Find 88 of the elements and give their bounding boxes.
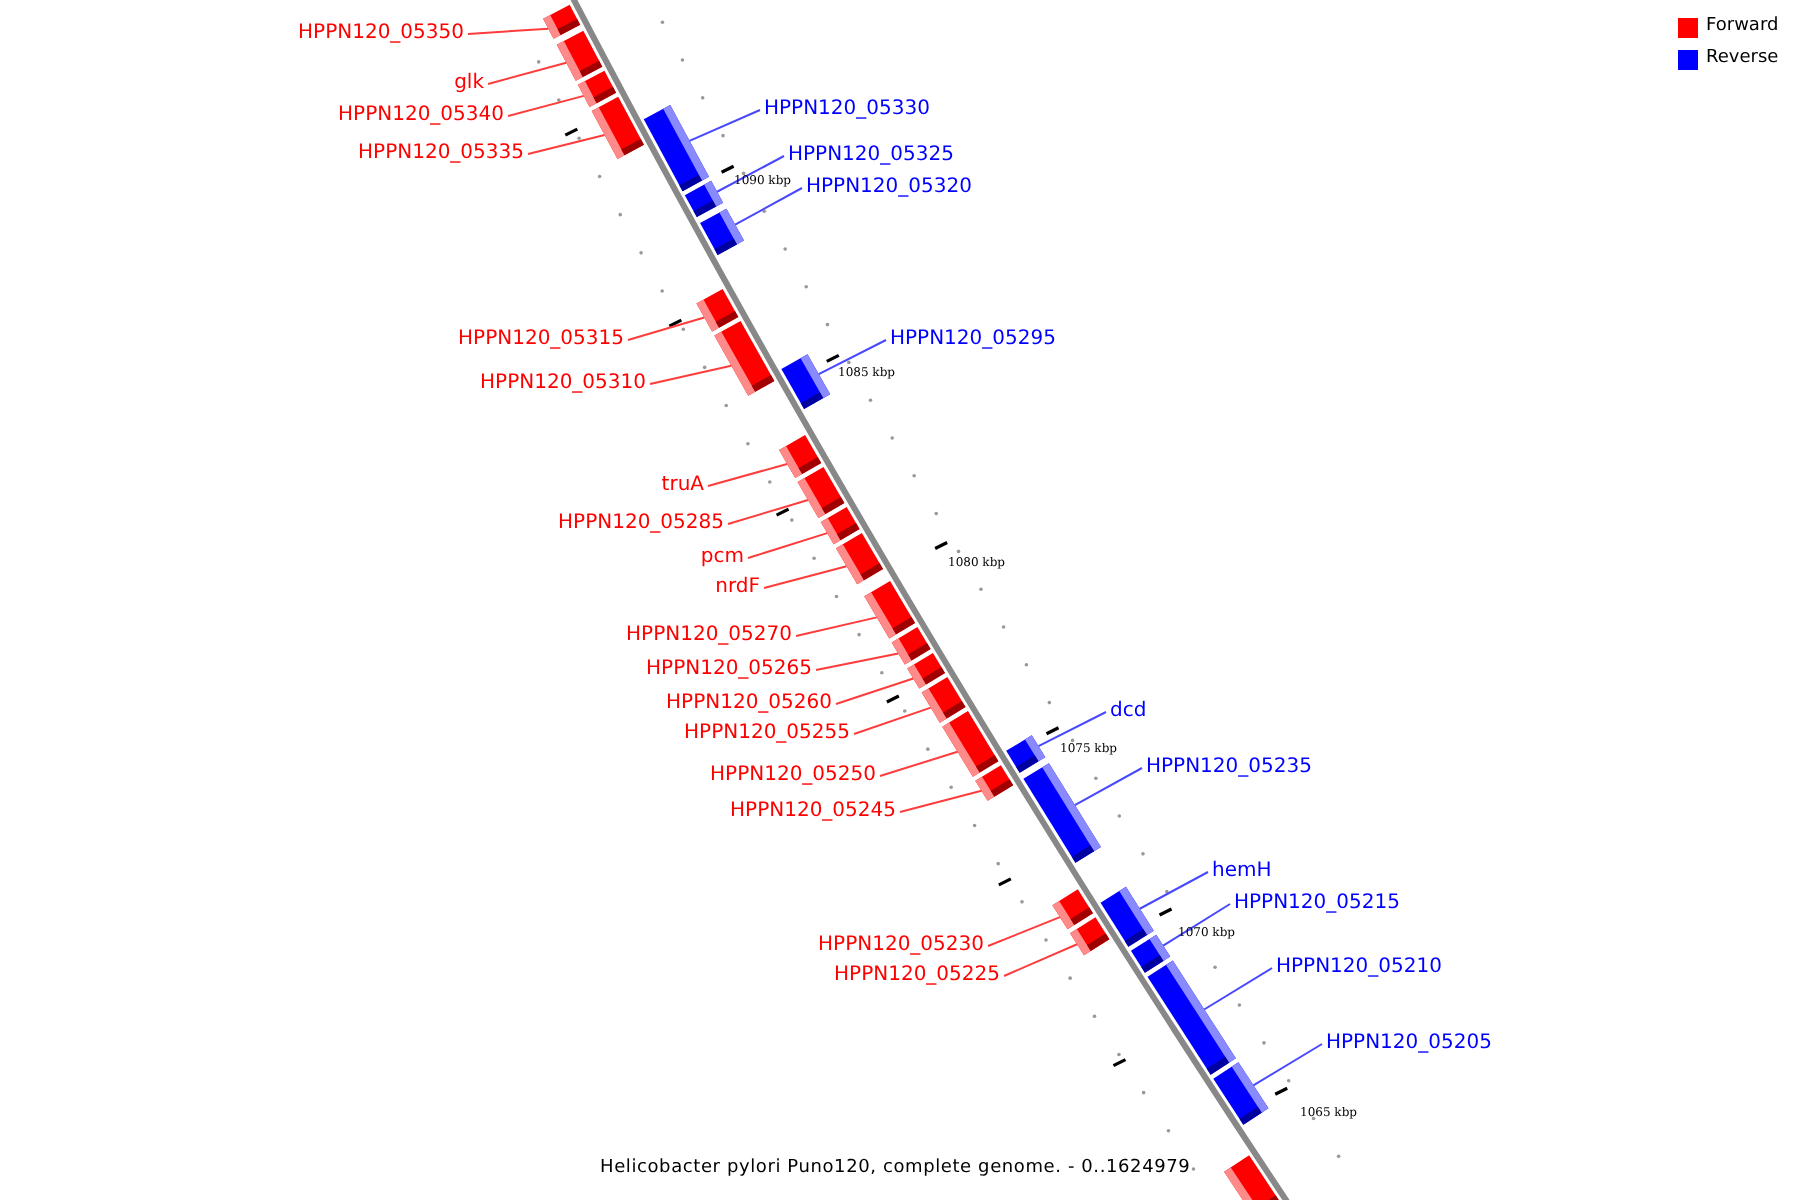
leader-line xyxy=(1162,903,1231,947)
legend-label: Forward xyxy=(1706,16,1779,38)
gene-block xyxy=(1023,763,1101,863)
gene-block xyxy=(543,4,581,39)
gene-block xyxy=(714,320,775,396)
gene-block xyxy=(891,627,931,665)
gene-block xyxy=(781,354,831,410)
gene-label: pcm xyxy=(700,546,744,570)
gene-block xyxy=(700,208,744,256)
gene-label: dcd xyxy=(1110,700,1147,724)
gene-label: HPPN120_05335 xyxy=(358,142,524,166)
leader-line xyxy=(627,316,706,341)
gene-block xyxy=(1224,1155,1280,1200)
gene-label: HPPN120_05295 xyxy=(890,328,1056,352)
leader-line xyxy=(899,789,983,813)
leader-line xyxy=(734,187,803,226)
gene-label: HPPN120_05235 xyxy=(1146,756,1312,780)
gene-block xyxy=(942,711,999,777)
gene-label: HPPN120_05315 xyxy=(458,328,624,352)
leader-line xyxy=(835,677,915,705)
leader-line xyxy=(688,109,761,142)
legend-label: Reverse xyxy=(1706,48,1779,70)
gene-block xyxy=(556,30,603,81)
gene-label: HPPN120_05210 xyxy=(1276,956,1442,980)
gene-label: glk xyxy=(454,72,484,96)
gene-label: HPPN120_05270 xyxy=(626,624,792,648)
gene-label: nrdF xyxy=(715,576,760,600)
gene-label: HPPN120_05250 xyxy=(710,764,876,788)
leader-line xyxy=(1203,967,1273,1011)
leader-line xyxy=(527,134,606,155)
leader-line xyxy=(707,462,789,487)
gene-block xyxy=(1147,960,1236,1075)
gene-label: HPPN120_05245 xyxy=(730,800,896,824)
gene-label: HPPN120_05330 xyxy=(764,98,930,122)
gene-block xyxy=(643,105,709,192)
gene-block xyxy=(907,653,945,689)
caption: Helicobacter pylori Puno120, complete genome. - 0..1624979 xyxy=(600,1156,1191,1180)
leader-line xyxy=(987,916,1061,947)
gene-label: hemH xyxy=(1212,860,1272,884)
gene-block xyxy=(684,180,724,218)
leader-line xyxy=(763,565,848,589)
gene-block xyxy=(1213,1062,1269,1125)
leader-line xyxy=(1138,871,1209,910)
gene-label: HPPN120_05340 xyxy=(338,104,504,128)
gene-label: HPPN120_05285 xyxy=(558,512,724,536)
gene-label: HPPN120_05260 xyxy=(666,692,832,716)
leader-line xyxy=(467,27,550,35)
gene-block xyxy=(921,677,966,723)
gene-block xyxy=(1130,934,1171,973)
leader-line xyxy=(817,339,887,376)
gene-block xyxy=(975,765,1014,801)
gene-block xyxy=(820,507,860,545)
leader-line xyxy=(507,94,585,117)
gene-block xyxy=(591,96,644,160)
gene-label: HPPN120_05255 xyxy=(684,722,850,746)
leader-line xyxy=(487,61,568,85)
gene-label: HPPN120_05320 xyxy=(806,176,972,200)
gene-block xyxy=(797,467,845,519)
leader-line xyxy=(1037,711,1107,748)
leader-line xyxy=(649,364,733,385)
leader-line xyxy=(879,750,959,777)
gene-label: HPPN120_05325 xyxy=(788,144,954,168)
leader-line xyxy=(795,616,878,637)
gene-block xyxy=(864,581,916,639)
gene-label: HPPN120_05215 xyxy=(1234,892,1400,916)
gene-label: HPPN120_05230 xyxy=(818,934,984,958)
gene-block xyxy=(1070,917,1110,956)
gene-block xyxy=(1100,886,1154,947)
gene-block xyxy=(1052,889,1093,930)
gene-label: HPPN120_05225 xyxy=(834,964,1000,988)
gene-block xyxy=(836,533,883,585)
leader-line xyxy=(1003,943,1079,977)
gene-block xyxy=(696,288,739,332)
leader-line xyxy=(853,706,932,735)
gene-label: truA xyxy=(661,474,704,498)
leader-line xyxy=(727,499,809,525)
gene-label: HPPN120_05265 xyxy=(646,658,812,682)
leader-line xyxy=(747,532,829,559)
gene-label: HPPN120_05350 xyxy=(298,22,464,46)
leader-line xyxy=(815,652,900,671)
gene-block xyxy=(779,435,822,478)
gene-block xyxy=(577,70,617,107)
leader-line xyxy=(1073,767,1143,806)
leader-line xyxy=(716,155,785,193)
leader-line xyxy=(1252,1043,1323,1087)
gene-label: HPPN120_05310 xyxy=(480,372,646,396)
gene-label: HPPN120_05205 xyxy=(1326,1032,1492,1056)
gene-block xyxy=(1006,735,1046,773)
